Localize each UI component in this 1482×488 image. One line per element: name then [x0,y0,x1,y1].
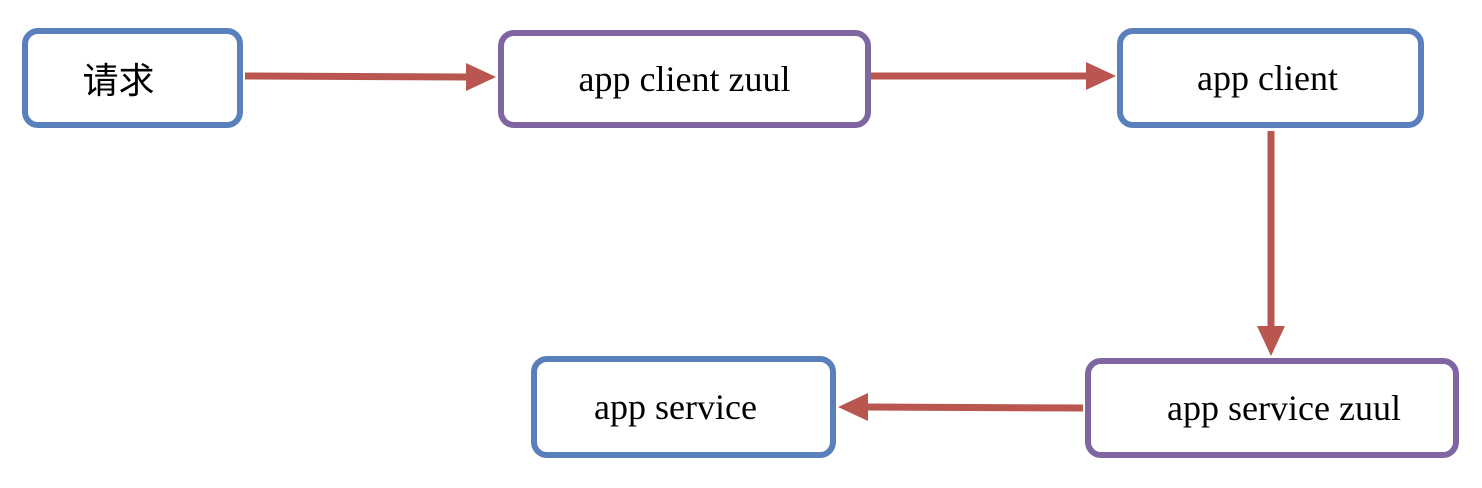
arrow-request-to-app-client-zuul [244,63,496,91]
node-app-service-zuul: app service zuul [1085,358,1459,458]
arrow-app-service-zuul-to-app-service [838,393,1084,421]
node-app-client-zuul-label: app client zuul [578,59,791,99]
node-request: 请求 [22,28,243,128]
arrow-app-client-to-app-service-zuul [1257,131,1285,356]
node-app-service-zuul-label: app service zuul [1167,388,1401,428]
arrow-app-client-zuul-to-app-client [871,62,1116,90]
node-app-client-zuul: app client zuul [498,30,871,128]
node-app-service: app service [531,356,836,458]
node-app-client-label: app client [1197,58,1338,98]
node-app-client: app client [1117,28,1424,128]
node-app-service-label: app service [594,387,757,427]
node-request-label: 请求 [82,61,155,101]
